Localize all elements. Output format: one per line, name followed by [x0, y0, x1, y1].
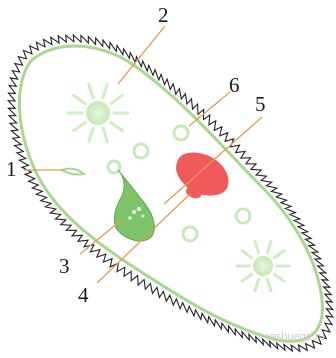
- label-3: 3: [59, 254, 70, 278]
- label-2: 2: [158, 3, 169, 27]
- label-1: 1: [6, 157, 17, 181]
- label-6: 6: [229, 73, 240, 97]
- watermark: reshuege.ru: [266, 331, 325, 343]
- label-4: 4: [78, 283, 89, 307]
- label-5: 5: [255, 92, 266, 116]
